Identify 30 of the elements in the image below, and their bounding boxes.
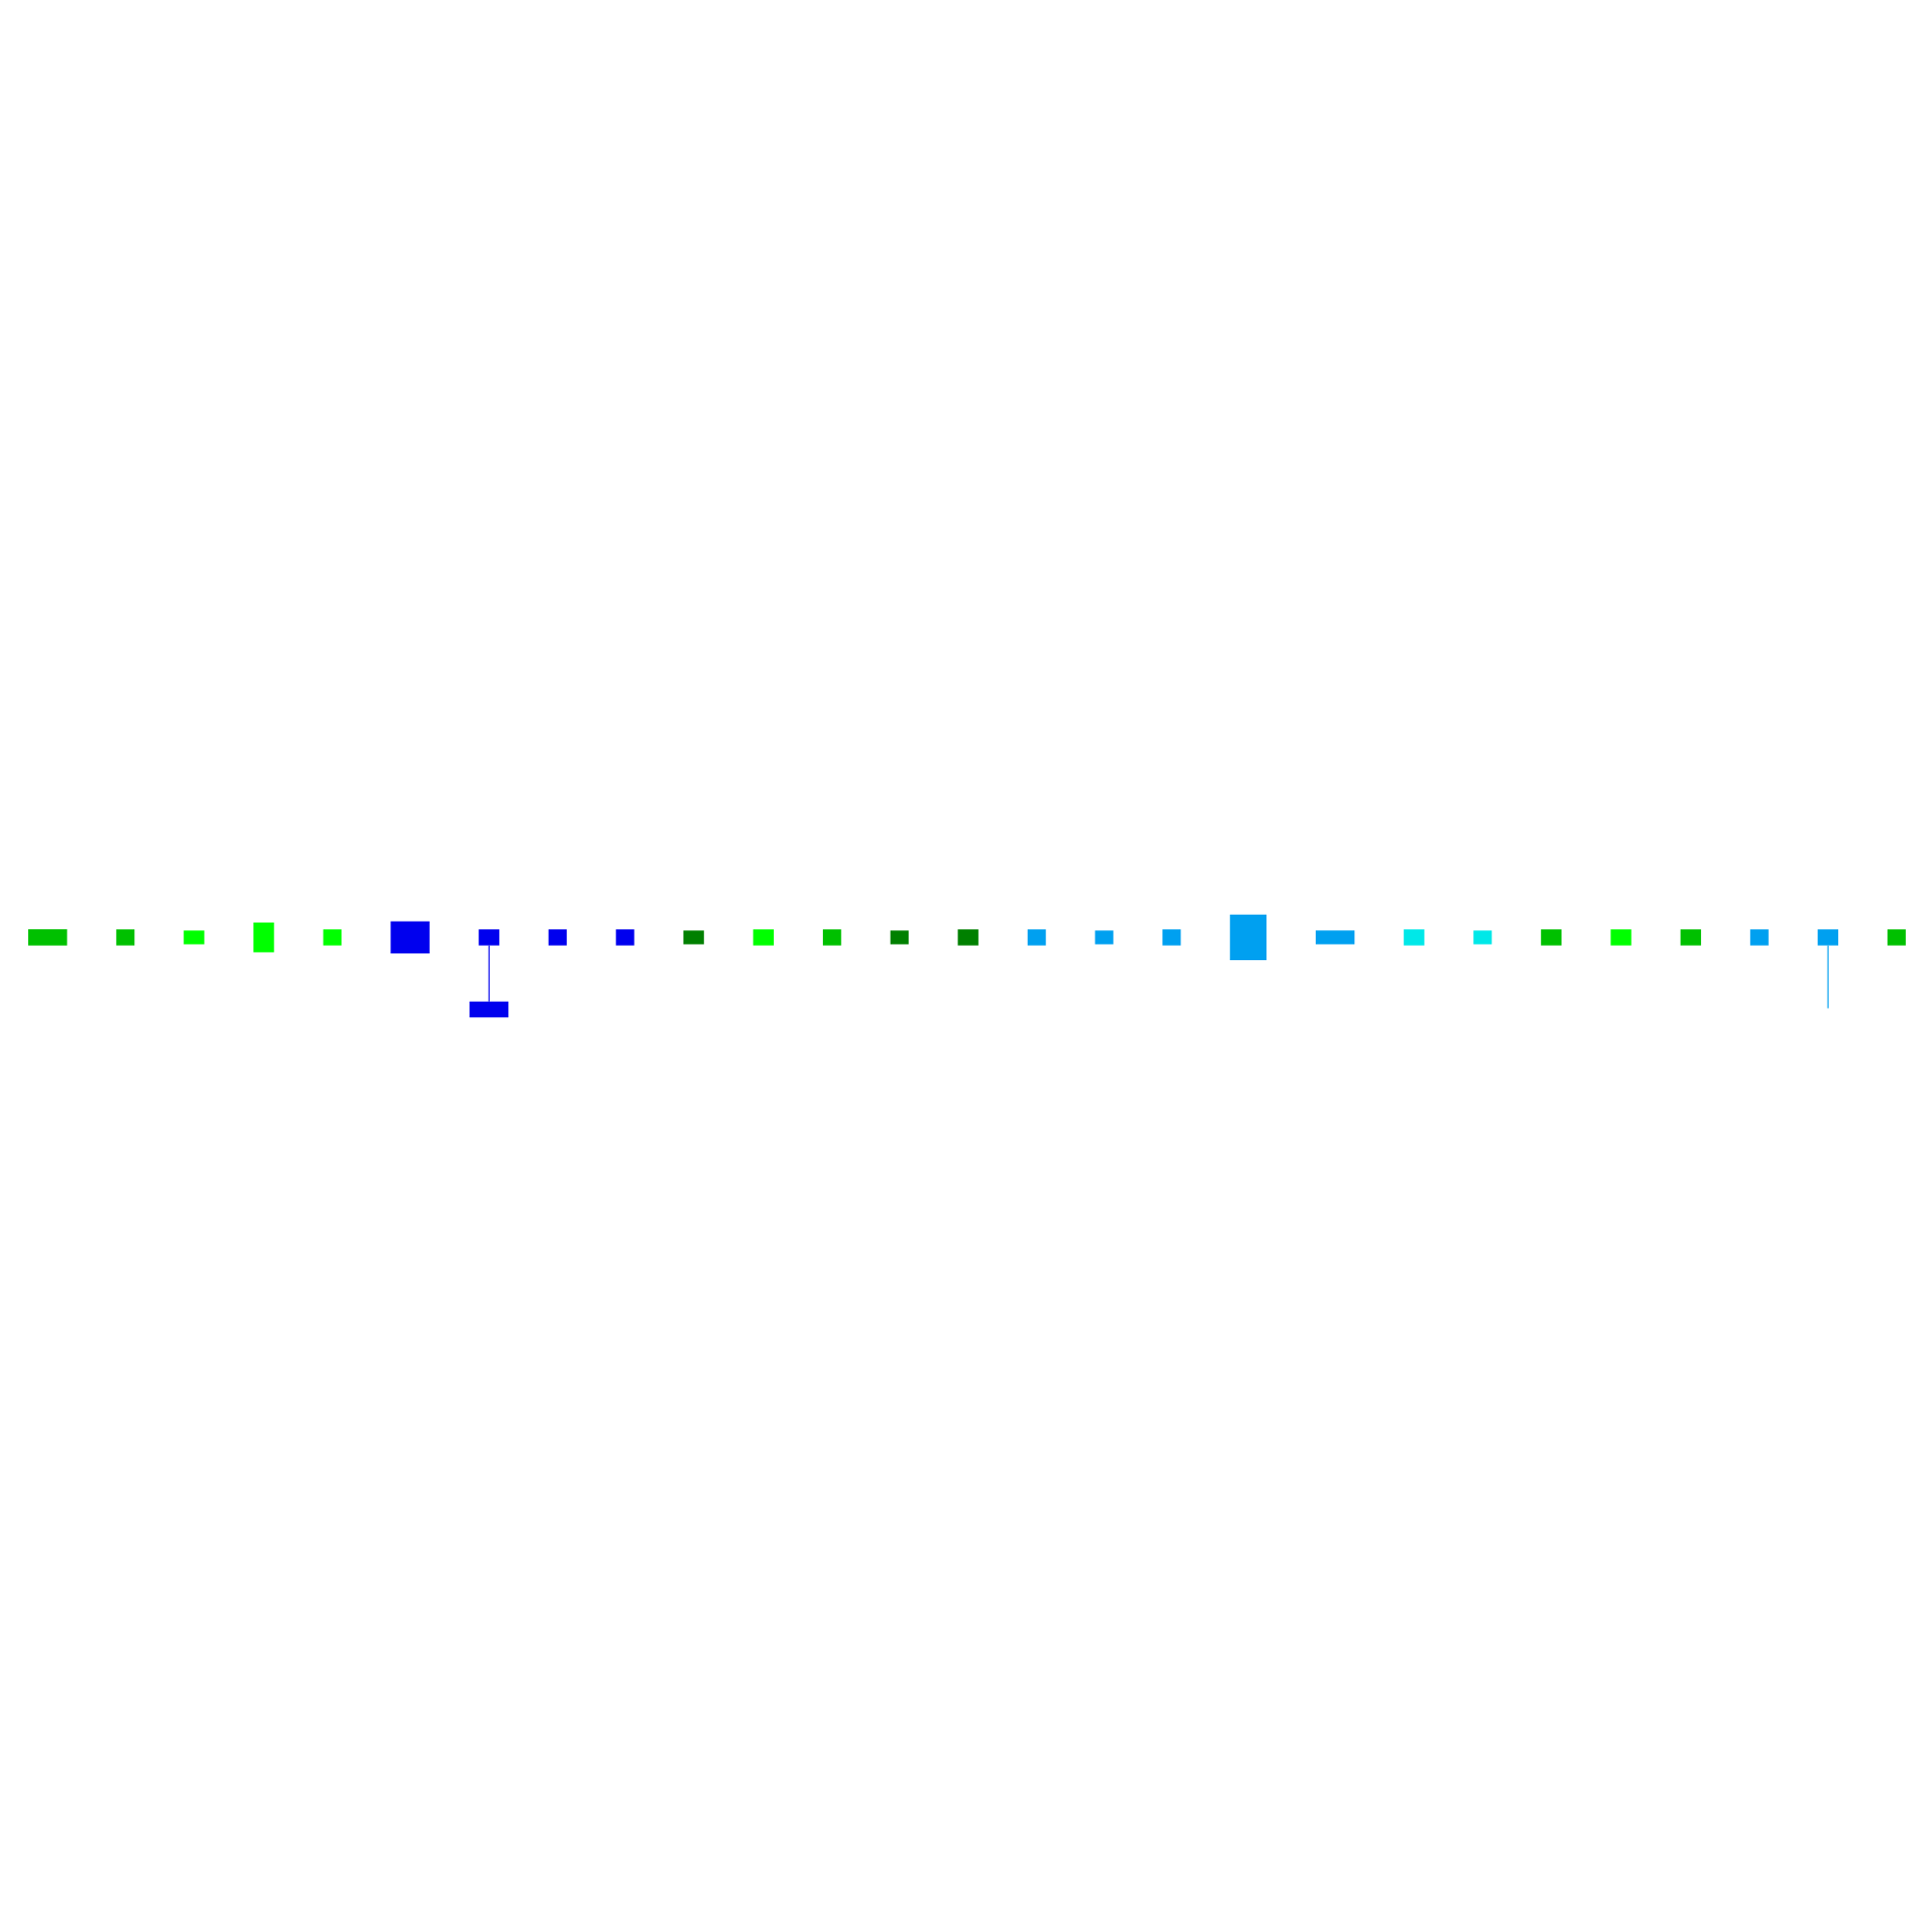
node-box	[547, 929, 566, 946]
node-box	[1161, 929, 1180, 946]
node-box	[752, 929, 773, 946]
node-box	[322, 929, 341, 946]
node-box	[1403, 929, 1424, 946]
node-box	[1026, 929, 1045, 946]
node-box	[1679, 929, 1700, 946]
node-box	[1886, 929, 1905, 946]
node-box	[389, 921, 429, 953]
node-box	[1229, 914, 1266, 961]
node-box	[1094, 930, 1113, 945]
node-box	[115, 929, 134, 946]
node-box	[252, 923, 273, 952]
node-box	[821, 929, 840, 946]
node-box	[1609, 929, 1631, 946]
node-box	[614, 929, 634, 946]
node-box	[477, 929, 498, 946]
node-box	[183, 930, 204, 945]
connector	[487, 945, 489, 1003]
node-box	[956, 929, 978, 946]
node-box	[682, 930, 703, 945]
node-box	[1748, 929, 1768, 946]
node-box	[469, 1001, 508, 1018]
node-box	[1816, 929, 1837, 946]
node-box	[1472, 930, 1492, 945]
node-box	[1540, 929, 1561, 946]
node-box	[889, 930, 908, 945]
node-box	[27, 929, 67, 946]
connector	[1826, 945, 1828, 1009]
node-box	[1315, 930, 1354, 945]
